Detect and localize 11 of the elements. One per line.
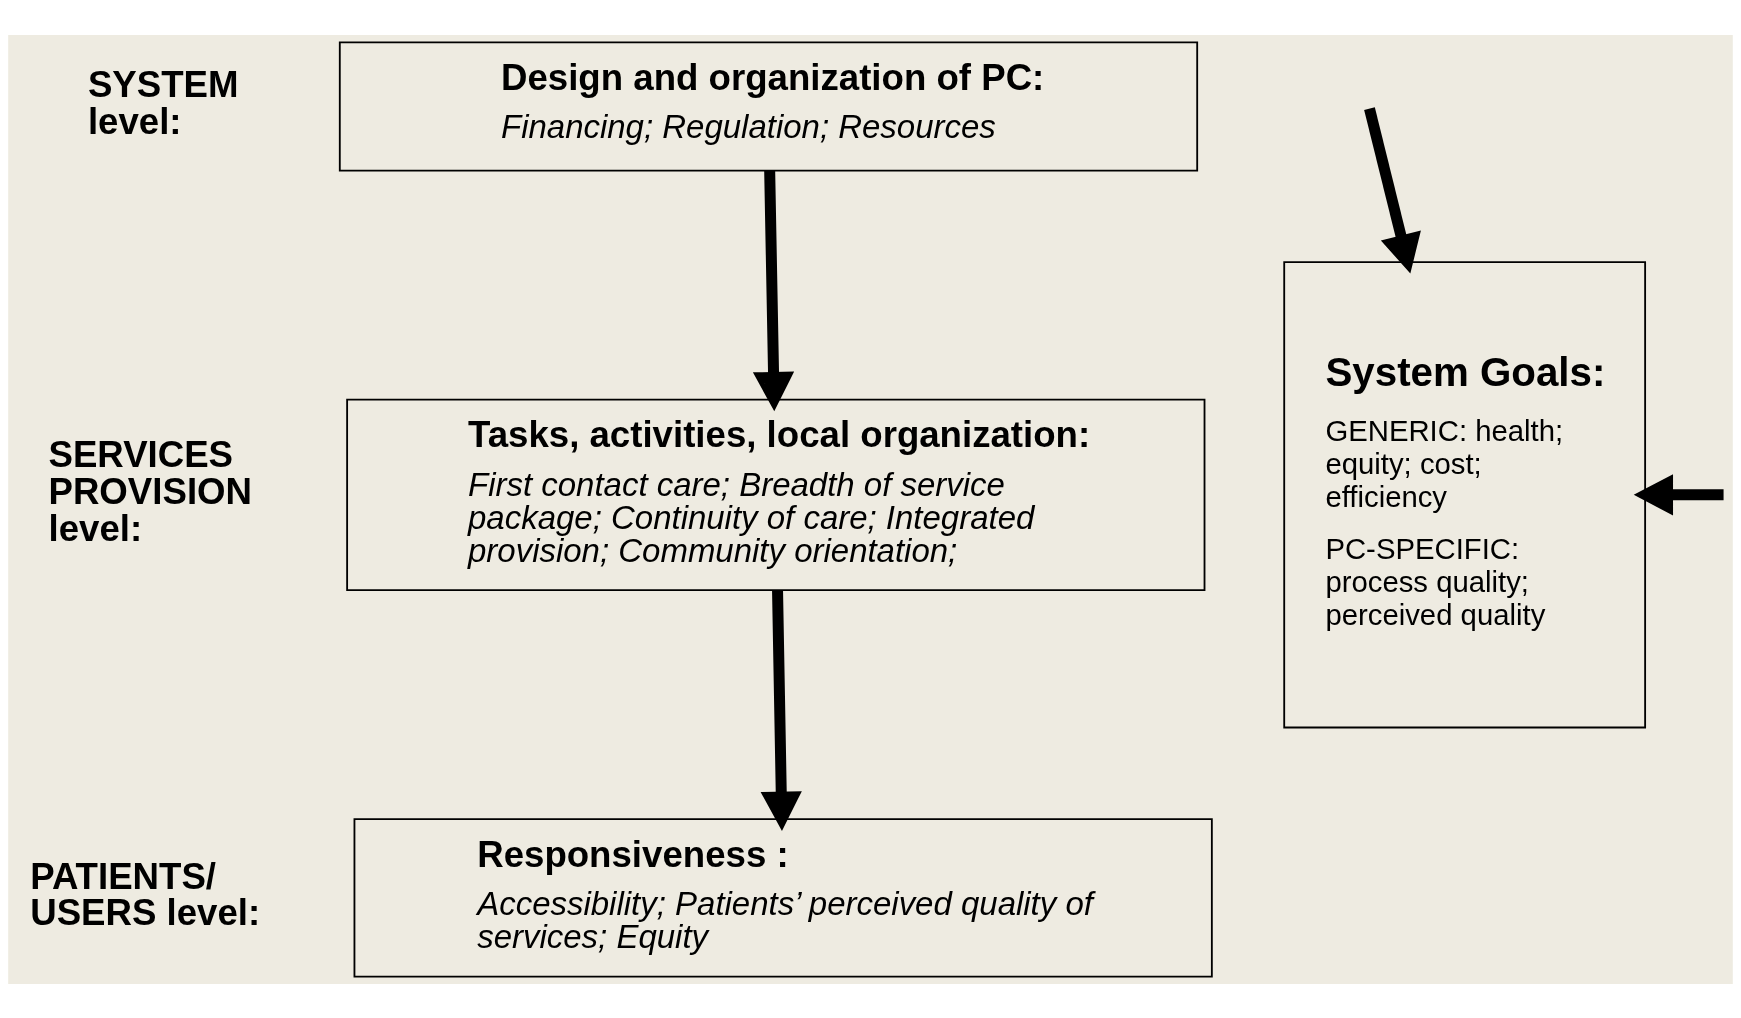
label: SERVICES PROVISION level: <box>48 433 253 549</box>
arrow <box>760 589 802 831</box>
node-box: Tasks, activities, local organization: First contact care; Breadth of service package; Continuity of care; Integrated provision; Community orientation; <box>346 398 1206 591</box>
label: SYSTEM level: <box>87 63 239 142</box>
arrow <box>752 170 795 411</box>
node-box: Responsiveness : Accessibility; Patients’ perceived quality of services; Equity <box>353 817 1213 978</box>
arrow <box>1633 473 1724 515</box>
arrow <box>1364 106 1421 274</box>
label: PATIENTS/ USERS level: <box>30 855 261 933</box>
node-box: System Goals: GENERIC: health; equity; cost; efficiency PC-SPECIFIC: process quality; perceived quality <box>1283 260 1647 728</box>
node-box: Design and organization of PC: Financing; Regulation; Resources <box>338 40 1199 171</box>
